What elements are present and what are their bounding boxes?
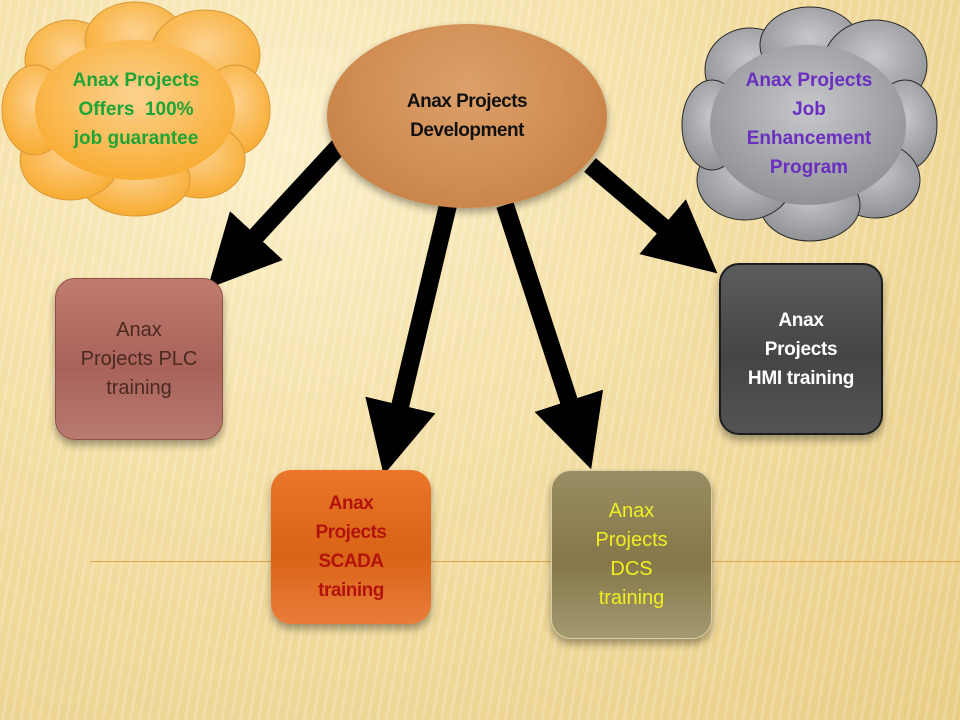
plc-line-3: training xyxy=(106,376,172,399)
box-dcs-training: Anax Projects DCS training xyxy=(551,470,712,639)
cloud-job-guarantee: Anax Projects Offers 100% job guarantee xyxy=(0,0,272,218)
scada-line-4: training xyxy=(318,580,384,601)
arrow-to-hmi xyxy=(584,158,718,274)
hmi-line-2: Projects xyxy=(764,338,838,360)
horizontal-rule xyxy=(90,561,960,562)
scada-line-2: Projects xyxy=(315,522,387,543)
cloud-right-line-4: Program xyxy=(769,157,849,178)
plc-line-2: Projects PLC xyxy=(80,347,198,370)
box-plc-training: Anax Projects PLC training xyxy=(55,278,223,440)
cloud-shape-icon xyxy=(1,1,271,217)
hmi-line-1: Anax xyxy=(778,309,824,331)
cloud-left-text: Anax Projects Offers 100% job guarantee xyxy=(0,0,272,218)
center-line-1: Anax Projects xyxy=(406,91,528,112)
cloud-right-line-1: Anax Projects xyxy=(745,70,873,91)
dcs-line-3: DCS xyxy=(610,557,653,580)
scada-line-3: SCADA xyxy=(318,551,384,572)
scada-line-1: Anax xyxy=(328,493,374,514)
cloud-left-line-2: Offers 100% xyxy=(78,98,194,120)
hmi-line-3: HMI training xyxy=(747,367,855,389)
cloud-left-line-1: Anax Projects xyxy=(72,69,200,91)
dcs-line-2: Projects xyxy=(595,528,668,551)
cloud-job-enhancement: Anax Projects Job Enhancement Program xyxy=(680,0,938,248)
cloud-right-line-3: Enhancement xyxy=(746,128,872,149)
arrow-to-dcs xyxy=(496,202,604,470)
cloud-right-line-2: Job xyxy=(792,99,826,120)
dcs-line-4: training xyxy=(598,586,665,609)
cloud-right-text: Anax Projects Job Enhancement Program xyxy=(680,0,938,248)
dcs-line-1: Anax xyxy=(608,499,655,522)
arrow-to-plc xyxy=(207,138,347,289)
cloud-shape-icon xyxy=(681,6,938,242)
cloud-left-line-3: job guarantee xyxy=(73,127,199,149)
arrow-to-scada xyxy=(365,202,457,476)
box-scada-training: Anax Projects SCADA training xyxy=(271,470,431,624)
center-node-development: Anax Projects Development xyxy=(327,24,607,208)
center-line-2: Development xyxy=(410,120,524,141)
plc-line-1: Anax xyxy=(116,318,162,341)
box-hmi-training: Anax Projects HMI training xyxy=(719,263,883,435)
